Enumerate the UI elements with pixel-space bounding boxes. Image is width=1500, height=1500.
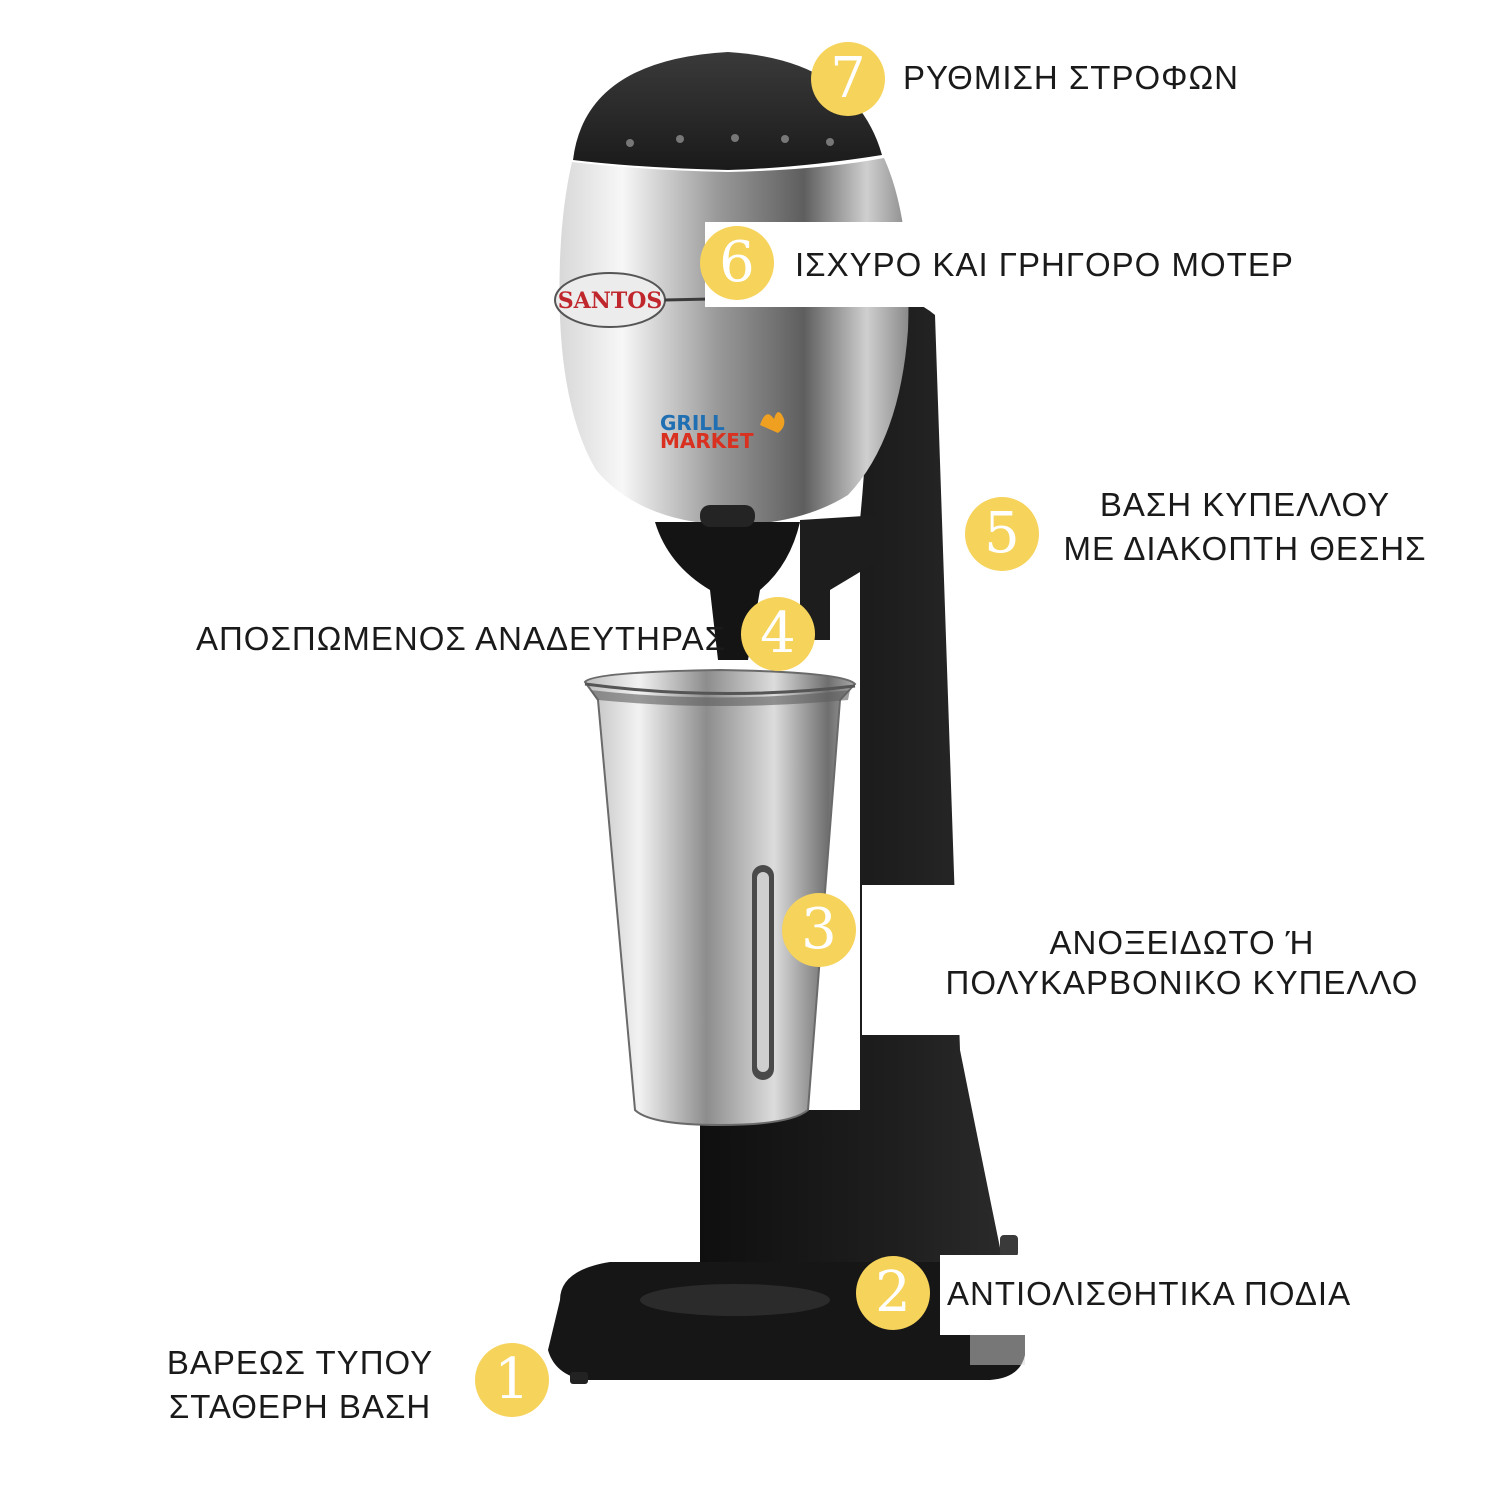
callout-5-label-line2: ΜΕ ΔΙΑΚΟΠΤΗ ΘΕΣΗΣ (1063, 530, 1427, 567)
base-pad (640, 1284, 830, 1316)
cup (583, 668, 857, 1127)
callout-3-badge: 3 (782, 893, 856, 967)
watermark-line1: GRILL (660, 411, 725, 435)
callout-4-badge: 4 (741, 597, 815, 671)
speed-control-cap (573, 52, 882, 170)
brand-logo-text: SANTOS (558, 288, 663, 314)
label-box-6 (705, 222, 1500, 307)
callout-7-badge: 7 (811, 42, 885, 116)
callout-2-label: ΑΝΤΙΟΛΙΣΘΗΤΙΚΑ ΠΟΔΙΑ (947, 1275, 1352, 1312)
callout-2-badge: 2 (856, 1256, 930, 1330)
callout-3-label-line2: ΠΟΛΥΚΑΡΒΟΝΙΚΟ ΚΥΠΕΛΛΟ (945, 964, 1419, 1001)
callout-1-label-line1: ΒΑΡΕΩΣ ΤΥΠΟΥ (166, 1344, 434, 1381)
callout-1-badge: 1 (475, 1343, 549, 1417)
cup-holder (800, 515, 880, 640)
foot-left (570, 1372, 588, 1384)
callout-6-label: ΙΣΧΥΡΟ ΚΑΙ ΓΡΗΓΟΡΟ ΜΟΤΕΡ (795, 246, 1294, 283)
callout-6-badge: 6 (700, 226, 774, 300)
callout-5-badge: 5 (965, 497, 1039, 571)
body-column (700, 297, 1020, 1346)
callout-3-label-line1: ΑΝΟΞΕΙΔΩΤΟ Ή (1049, 924, 1315, 961)
motor-head (559, 158, 909, 525)
callout-5-label-line1: ΒΑΣΗ ΚΥΠΕΛΛΟΥ (1099, 486, 1391, 523)
callout-1-label-line2: ΣΤΑΘΕΡΗ ΒΑΣΗ (168, 1388, 432, 1425)
label-box-5 (980, 480, 1500, 590)
label-box-2 (940, 1255, 1500, 1335)
label-box-3 (862, 885, 1500, 1035)
callout-4-label: ΑΠΟΣΠΩΜΕΝΟΣ ΑΝΑΔΕΥΤΗΡΑΣ (195, 620, 726, 657)
watermark-line2: MARKET (660, 429, 754, 453)
agitator-cone (655, 522, 800, 660)
callout-7-label: ΡΥΘΜΙΣΗ ΣΤΡΟΦΩΝ (903, 59, 1239, 96)
